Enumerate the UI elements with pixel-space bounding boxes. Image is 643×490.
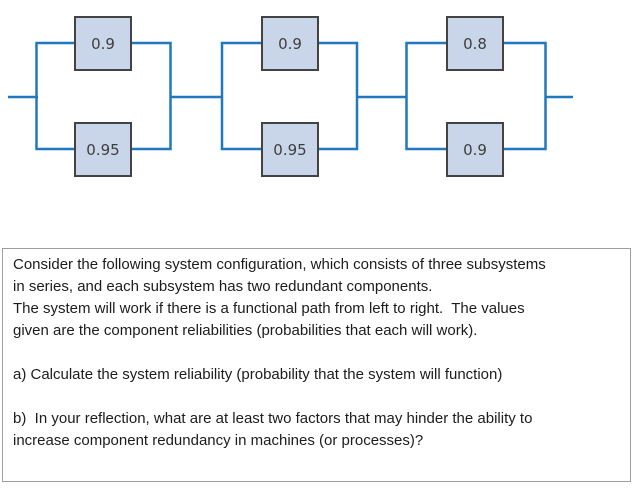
reliability-block-diagram: 0.9 0.95 0.9 0.95 0.8 0.9 [0,0,643,235]
component-box-s3-bottom: 0.9 [446,122,504,177]
component-box-s2-top: 0.9 [261,16,319,71]
component-box-s1-top: 0.9 [74,16,132,71]
component-box-s2-bottom: 0.95 [261,122,319,177]
question-text-box: Consider the following system configurat… [2,248,631,482]
component-box-s1-bottom: 0.95 [74,122,132,177]
question-text: Consider the following system configurat… [13,256,546,449]
component-box-s3-top: 0.8 [446,16,504,71]
